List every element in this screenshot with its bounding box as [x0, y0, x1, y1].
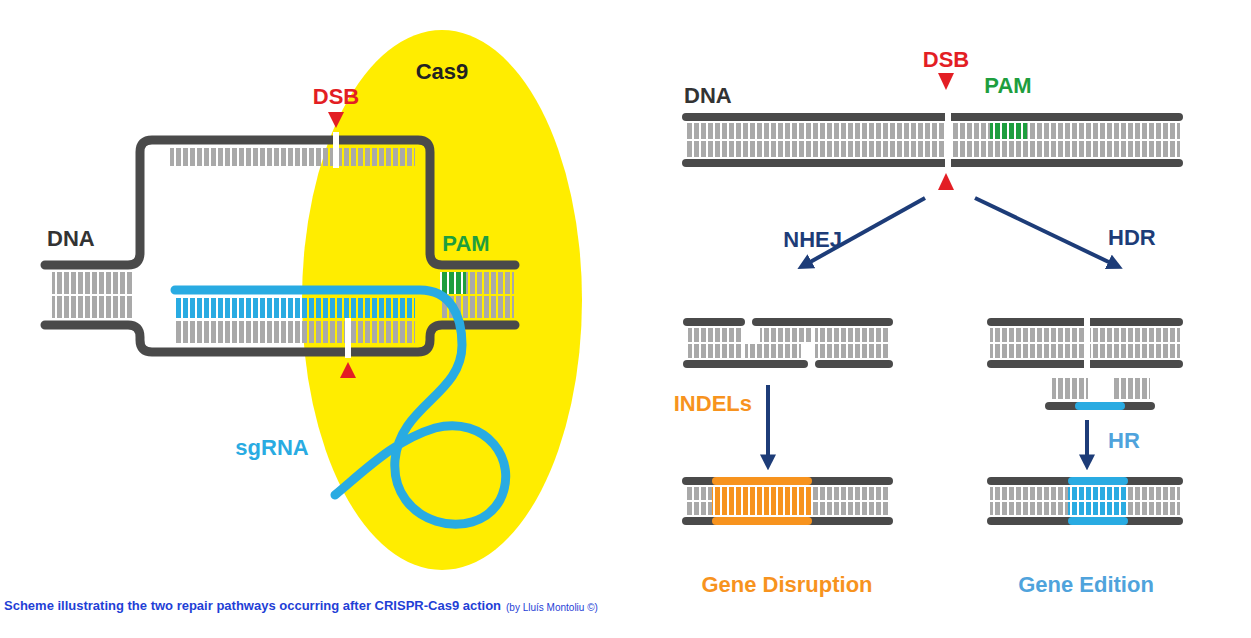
cut-marker: [328, 112, 344, 128]
protein-name: Cas9: [416, 60, 469, 84]
pam-label: PAM: [984, 74, 1031, 98]
disrupted-dna: [682, 477, 893, 525]
edited-dna: [987, 477, 1183, 525]
break-label: DSB: [923, 48, 969, 72]
mutation-label: INDELs: [674, 392, 752, 416]
cut-marker: [938, 173, 954, 190]
outcome-label: Gene Disruption: [701, 573, 872, 597]
pam-label: PAM: [442, 232, 489, 256]
figure-caption: Scheme illustrating the two repair pathw…: [4, 599, 501, 613]
dna-strand: [45, 140, 515, 265]
cut-marker: [938, 73, 954, 90]
guide-label: sgRNA: [235, 436, 308, 460]
outcome-label: Gene Edition: [1018, 573, 1154, 597]
dna-bubble: [45, 112, 515, 524]
sgrna-strand: [175, 290, 506, 524]
molecule-label: DNA: [47, 227, 95, 251]
pam-site: [440, 272, 466, 294]
dna-strand: [45, 325, 515, 352]
cut-marker: [340, 362, 356, 378]
broken-dna-ends: [683, 318, 893, 368]
repair-template: [987, 314, 1183, 410]
pam-site: [990, 123, 1027, 139]
molecule-label: DNA: [684, 84, 732, 108]
break-label: DSB: [313, 85, 359, 109]
pathway-label: NHEJ: [783, 228, 842, 252]
credit-note: (by Lluís Montoliu ©): [506, 602, 598, 613]
dna-with-break: [682, 73, 1183, 190]
pathway-label: HDR: [1108, 226, 1156, 250]
process-label: HR: [1108, 429, 1140, 453]
